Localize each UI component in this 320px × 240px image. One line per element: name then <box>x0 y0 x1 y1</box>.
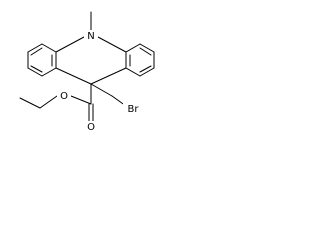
atom-carbonyl-oxygen-label: O <box>87 122 95 133</box>
bond-left-ring-4 <box>41 67 57 77</box>
bond-left-ring-1 <box>27 43 43 53</box>
molecule-drawing: N O O Br <box>19 11 155 133</box>
bond-left-ring-double-3 <box>30 65 43 73</box>
bond-right-ring-double-1 <box>139 47 152 56</box>
bond-left-to-n <box>55 36 85 53</box>
bond-left-to-c9 <box>55 67 92 85</box>
bond-left-ring-5 <box>27 67 43 77</box>
bond-left-ring-2 <box>41 43 57 53</box>
bond-ester-o-to-ch2 <box>39 95 58 109</box>
bond-right-ring-5 <box>125 67 141 77</box>
bond-carbonyl-to-ester-o <box>70 95 92 105</box>
bond-right-ring-2 <box>139 43 155 53</box>
atom-bromine-label: Br <box>128 104 140 115</box>
atom-ester-oxygen-label: O <box>60 91 68 102</box>
bond-n-to-right <box>97 36 127 53</box>
bond-c9-to-right <box>90 67 127 85</box>
bond-right-ring-double-2 <box>139 65 152 73</box>
bond-ethyl <box>19 97 41 109</box>
bond-left-ring-double-1 <box>30 47 43 56</box>
bond-right-ring-4 <box>139 67 155 77</box>
atom-nitrogen-label: N <box>87 31 94 42</box>
bond-c9-to-ch2 <box>90 83 113 97</box>
bond-right-ring-1 <box>125 43 141 53</box>
chemical-structure-canvas: N O O Br <box>0 0 196 149</box>
